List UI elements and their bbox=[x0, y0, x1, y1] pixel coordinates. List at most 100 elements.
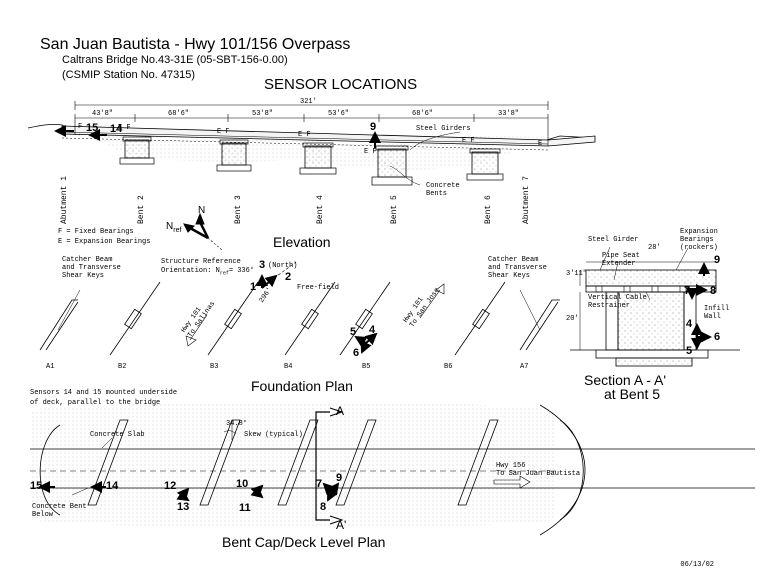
sensor-8-section: 8 bbox=[710, 285, 717, 297]
bearing-code-4: E F bbox=[298, 131, 311, 139]
support-b3: B3 bbox=[210, 363, 219, 371]
skew-angle: 34.8° bbox=[226, 420, 248, 428]
section-marker-a: A bbox=[336, 404, 345, 418]
concrete-bents-label: Concrete Bents bbox=[426, 182, 460, 198]
support-a1: A1 bbox=[46, 363, 55, 371]
sensor-8-deck: 8 bbox=[320, 501, 327, 513]
sensor-1: 1 bbox=[250, 281, 257, 293]
section-depth: 3'11" bbox=[566, 270, 588, 278]
deck-note-line2: of deck, parallel to the bridge bbox=[30, 399, 161, 407]
sensor-4: 4 bbox=[369, 324, 376, 336]
sensor-3: 3 bbox=[259, 259, 266, 271]
elevation-view bbox=[27, 101, 596, 186]
sensor-12-deck: 12 bbox=[164, 480, 177, 492]
sensor-11-deck: 11 bbox=[239, 502, 251, 514]
sensor-7-deck: 7 bbox=[316, 478, 323, 490]
steel-girders-label: Steel Girders bbox=[416, 125, 471, 133]
section-sensor-arrows bbox=[686, 262, 712, 350]
section-a-view bbox=[570, 246, 740, 367]
bent-4-label: Bent 4 bbox=[316, 195, 325, 224]
vertical-cable-label: Vertical Cable Restrainer bbox=[588, 294, 647, 310]
sensor-9-section: 9 bbox=[714, 254, 721, 266]
sensor-6-section: 6 bbox=[714, 331, 721, 343]
sensor-9-deck: 9 bbox=[336, 472, 343, 484]
support-b4: B4 bbox=[284, 363, 293, 371]
elevation-title: Elevation bbox=[273, 234, 331, 250]
legend-fixed: F = Fixed Bearings bbox=[58, 228, 134, 236]
bearing-code-3: E F bbox=[217, 128, 230, 136]
section-width: 28' bbox=[648, 244, 661, 252]
section-title-line2: at Bent 5 bbox=[604, 386, 661, 402]
span-4: 53'6" bbox=[328, 110, 350, 118]
elevation-sensor-arrows bbox=[54, 125, 381, 148]
bent-2-label: Bent 2 bbox=[137, 195, 146, 224]
north-arrow-icon bbox=[183, 212, 223, 251]
span-6: 33'8" bbox=[498, 110, 520, 118]
sensor-14-deck: 14 bbox=[106, 480, 119, 492]
sensor-2: 2 bbox=[285, 271, 292, 283]
catcher-beam-right: Catcher Beam and Transverse Shear Keys bbox=[488, 256, 547, 280]
sensor-15-deck: 15 bbox=[30, 480, 43, 492]
free-field-label: Free-field bbox=[297, 284, 340, 292]
sensor-5: 5 bbox=[350, 326, 357, 338]
legend-expansion: E = Expansion Bearings bbox=[58, 238, 151, 246]
skew-label: Skew (typical) bbox=[244, 431, 303, 439]
deck-note-line1: Sensors 14 and 15 mounted underside bbox=[30, 389, 178, 397]
pipe-seat-label: Pipe Seat Extender bbox=[602, 252, 640, 268]
sensor-7-section: 7 bbox=[684, 285, 691, 297]
support-a7: A7 bbox=[520, 363, 529, 371]
sensor-9-elev: 9 bbox=[370, 121, 377, 133]
sensor-4-section: 4 bbox=[686, 318, 693, 330]
bridge-number: Caltrans Bridge No.43-31E (05-SBT-156-0.… bbox=[62, 54, 288, 66]
hwy156-label: Hwy 156 To San Juan Bautista bbox=[496, 462, 581, 478]
support-b6: B6 bbox=[444, 363, 453, 371]
north-ref-label: Nref bbox=[166, 221, 182, 234]
station-number: (CSMIP Station No. 47315) bbox=[62, 69, 196, 81]
sensor-5-section: 5 bbox=[686, 345, 693, 357]
span-5: 68'6" bbox=[412, 110, 434, 118]
section-title-line1: Section A - A' bbox=[584, 372, 667, 388]
abutment-1-label: Abutment 1 bbox=[60, 175, 69, 224]
sensor-locations-heading: SENSOR LOCATIONS bbox=[264, 76, 418, 93]
foundation-plan bbox=[39, 261, 560, 356]
section-marker-a-prime: A' bbox=[336, 518, 347, 532]
catcher-beam-left: Catcher Beam and Transverse Shear Keys bbox=[62, 256, 121, 280]
drawing-date: 06/13/02 bbox=[680, 561, 714, 569]
abutment-7-label: Abutment 7 bbox=[522, 175, 531, 224]
structure-ref-line2: Orientation: Nref= 336° bbox=[161, 267, 255, 277]
structure-ref-line1: Structure Reference bbox=[161, 258, 241, 266]
deck-plan-title: Bent Cap/Deck Level Plan bbox=[222, 534, 386, 550]
bent-3-label: Bent 3 bbox=[234, 195, 243, 224]
foundation-sensor-arrows bbox=[256, 274, 378, 354]
sensor-6: 6 bbox=[353, 347, 360, 359]
span-2: 68'6" bbox=[168, 110, 190, 118]
concrete-bent-label: Concrete Bent Below bbox=[32, 503, 87, 519]
foundation-plan-title: Foundation Plan bbox=[251, 378, 353, 394]
sensor-13-deck: 13 bbox=[177, 501, 190, 513]
section-height: 20' bbox=[566, 315, 579, 323]
sensor-10-deck: 10 bbox=[236, 478, 249, 490]
bearing-code-7: E bbox=[538, 140, 543, 148]
bent-6-label: Bent 6 bbox=[484, 195, 493, 224]
north-label: N bbox=[198, 205, 206, 216]
support-b2: B2 bbox=[118, 363, 127, 371]
sensor-14-elev: 14 bbox=[110, 123, 123, 135]
bearing-code-1: F bbox=[78, 123, 83, 131]
deck-sensor-arrows bbox=[38, 481, 340, 502]
span-3: 53'8" bbox=[252, 110, 274, 118]
expansion-bearings-label: Expansion Bearings (rockers) bbox=[680, 228, 718, 252]
deck-plan bbox=[30, 402, 755, 536]
bent-5-label: Bent 5 bbox=[390, 195, 399, 224]
north-direction-label: (North) bbox=[268, 262, 298, 270]
infill-wall-label: Infill Wall bbox=[704, 305, 730, 321]
concrete-slab-label: Concrete Slab bbox=[90, 431, 145, 439]
diagram-title: San Juan Bautista - Hwy 101/156 Overpass bbox=[40, 36, 351, 53]
span-1: 43'8" bbox=[92, 110, 114, 118]
sensor-15-elev: 15 bbox=[86, 122, 99, 134]
bearing-code-2: E F bbox=[118, 124, 131, 132]
total-length: 321' bbox=[300, 98, 317, 106]
support-b5: B5 bbox=[362, 363, 371, 371]
steel-girder-label: Steel Girder bbox=[588, 236, 639, 244]
bearing-code-6: E F bbox=[462, 137, 475, 145]
